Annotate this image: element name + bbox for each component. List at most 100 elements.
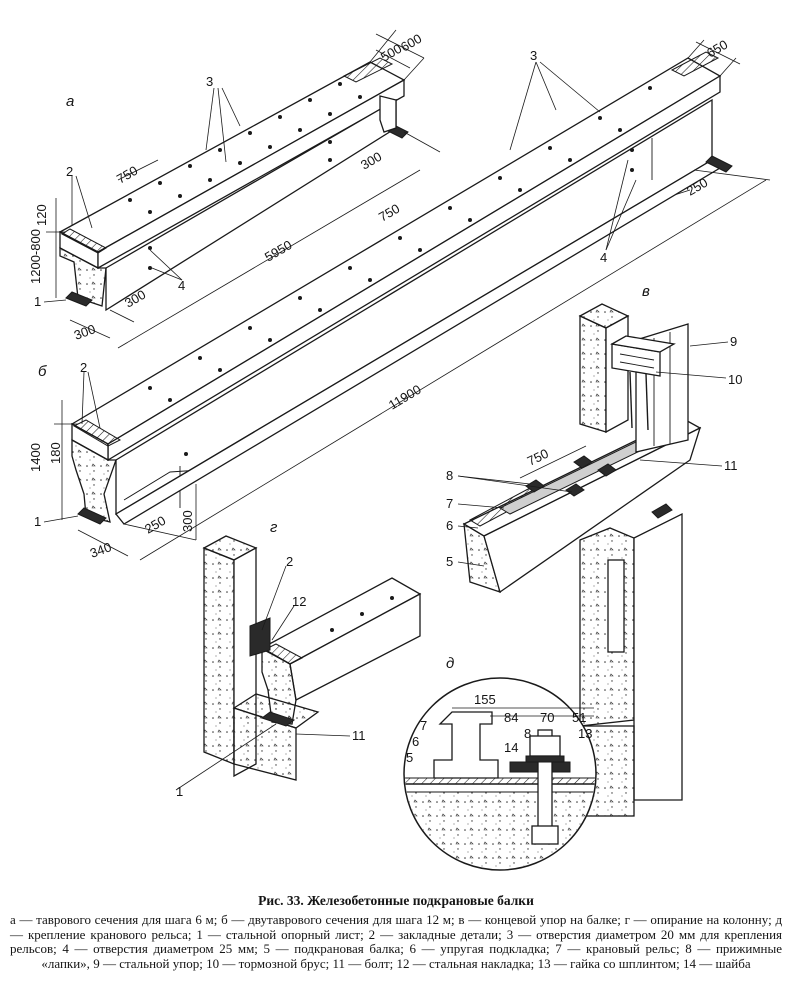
panel-g-embedded-plate — [262, 643, 304, 665]
panel-v-clamp — [525, 479, 545, 493]
panel-a-callout-3: 3 — [206, 74, 213, 89]
panel-a-dimensions — [46, 29, 441, 349]
figure-caption: Рис. 33. Железобетонные подкрановые балк… — [10, 893, 782, 971]
panel-d-dim-70: 70 — [540, 710, 554, 725]
panel-g-callout-2: 2 — [286, 554, 293, 569]
panel-g-steel-overlay — [249, 617, 271, 657]
panel-b-dim-750: 750 — [376, 201, 402, 225]
panel-a-callout-1: 1 — [34, 294, 41, 309]
panel-b-embedded-plate-far — [670, 51, 720, 77]
panel-a-callouts — [43, 87, 241, 303]
panel-d-callout-5: 5 — [406, 750, 413, 765]
caption-item-2: 2 — закладные детали; — [368, 926, 502, 942]
panel-a-dim-5950: 5950 — [262, 237, 295, 264]
figure-drawing: а 600 500 120 1200-800 750 300 300 300 5… — [28, 29, 771, 871]
panel-a-web-holes — [148, 140, 332, 270]
panel-b-callout-3: 3 — [530, 48, 537, 63]
panel-a-dim-1200-800: 1200-800 — [28, 229, 43, 284]
panel-a-dim-300-top: 300 — [358, 149, 384, 173]
panel-b-letter: б — [38, 363, 47, 380]
caption-item-4: 4 — отверстия диаметром 25 мм; — [62, 941, 258, 957]
panel-b-callouts — [43, 61, 637, 523]
panel-b-dim-180: 180 — [48, 442, 63, 464]
panel-d-elastic-pad — [405, 777, 595, 785]
panel-d-callout-8: 8 — [524, 726, 531, 741]
panel-b-support-plate — [77, 507, 107, 525]
panel-d-callout-7: 7 — [420, 718, 427, 733]
panel-v-callout-9: 9 — [730, 334, 737, 349]
caption-item-3: 3 — отверстия диаметром 20 мм для крепле… — [10, 926, 783, 957]
caption-item-10: 10 — тормозной брус; — [206, 955, 330, 971]
caption-item-11: 11 — болт; — [332, 955, 394, 971]
caption-item-13: 13 — гайка со шплинтом; — [537, 955, 680, 971]
panel-a-support-plate — [65, 291, 93, 307]
panel-b-web-holes — [184, 148, 634, 456]
panel-a-letter: а — [66, 93, 74, 110]
caption-item-b: б — двутаврового сечения для шага 12 м; — [221, 912, 455, 927]
panel-a-callout-2: 2 — [66, 164, 73, 179]
panel-b-dim-11900: 11900 — [386, 382, 424, 413]
panel-v-column — [579, 314, 607, 433]
panel-b-rail-holes — [148, 86, 652, 402]
panel-a-rail-holes — [128, 82, 362, 214]
panel-g-column — [203, 547, 235, 765]
caption-item-g: г — опирание на колонну; — [624, 912, 772, 927]
panel-b-dim-1400: 1400 — [28, 443, 43, 472]
caption-item-d: д — крепление кранового рельса; — [10, 912, 783, 942]
panel-b-callout-2: 2 — [80, 360, 87, 375]
caption-body: а — таврового сечения для шага 6 м; б — … — [10, 912, 783, 971]
caption-item-a: а — таврового сечения для шага 6 м; — [10, 912, 218, 927]
panel-a-dim-750: 750 — [114, 163, 140, 187]
caption-item-8: 8 — прижимные «лапки», — [41, 941, 783, 971]
panel-d-nut — [529, 735, 561, 757]
panel-v-callout-10: 10 — [728, 372, 742, 387]
caption-item-5: 5 — подкрановая балка; — [263, 941, 404, 957]
panel-d-dimensions — [452, 707, 594, 717]
panel-a-embedded-plate-end — [60, 228, 108, 254]
panel-v-letter: в — [642, 283, 650, 300]
panel-a-beam — [58, 57, 409, 312]
caption-title: Рис. 33. Железобетонные подкрановые балк… — [258, 893, 534, 908]
caption-item-6: 6 — упругая подкладка; — [409, 941, 550, 957]
panel-v-callout-8: 8 — [446, 468, 453, 483]
caption-item-7: 7 — крановый рельс; — [555, 941, 680, 957]
panel-v-callout-5: 5 — [446, 554, 453, 569]
panel-b-callout-4: 4 — [600, 250, 607, 265]
panel-b-callout-1: 1 — [34, 514, 41, 529]
panel-v-callout-11: 11 — [724, 458, 738, 473]
panel-g-letter: г — [270, 519, 278, 536]
panel-b-dim-340: 340 — [88, 539, 114, 561]
caption-item-v: в — концевой упор на балке; — [458, 912, 621, 927]
panel-v-callouts — [457, 341, 729, 567]
caption-item-14: 14 — шайба — [683, 955, 751, 971]
caption-item-9: 9 — стальной упор; — [93, 955, 203, 971]
panel-g-callout-1: 1 — [176, 784, 183, 799]
panel-d-dim-84: 84 — [504, 710, 518, 725]
panel-d-callout-13: 13 — [578, 726, 592, 741]
caption-item-1: 1 — стальной опорный лист; — [196, 926, 364, 942]
panel-d-callout-14: 14 — [504, 740, 518, 755]
panel-d-rail — [433, 711, 499, 779]
panel-g-support — [202, 535, 422, 781]
panel-a-embedded-plate-far — [342, 57, 394, 83]
panel-d-dim-51: 51 — [572, 710, 586, 725]
panel-g-callouts — [175, 565, 351, 791]
panel-d-letter: д — [446, 655, 454, 672]
panel-a-dim-120: 120 — [34, 204, 49, 226]
caption-item-12: 12 — стальная накладка; — [396, 955, 535, 971]
panel-d-dim-155: 155 — [474, 692, 496, 707]
panel-v-callout-6: 6 — [446, 518, 453, 533]
panel-b-dimensions — [54, 39, 771, 561]
panel-a-dim-300-base: 300 — [72, 321, 98, 343]
panel-b-beam — [70, 51, 733, 525]
panel-v-lower-column — [579, 527, 635, 727]
panel-g-support-plate — [260, 711, 296, 727]
panel-v-callout-7: 7 — [446, 496, 453, 511]
panel-d-callout-6: 6 — [412, 734, 419, 749]
panel-g-callout-11: 11 — [352, 728, 366, 743]
panel-d-washer — [525, 755, 565, 763]
panel-b-dim-300-low: 300 — [180, 510, 195, 532]
panel-a-callout-4: 4 — [178, 278, 185, 293]
panel-v-dimensions — [519, 445, 587, 479]
panel-g-callout-12: 12 — [292, 594, 306, 609]
